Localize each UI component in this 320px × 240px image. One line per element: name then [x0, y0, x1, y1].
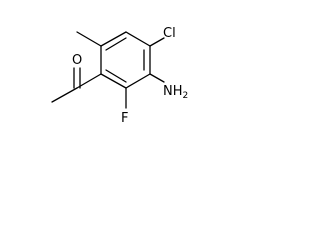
- amine-label: NH2: [163, 84, 188, 101]
- ring-double-bond-inner-1: [105, 37, 127, 51]
- fluorine-label: F: [121, 111, 128, 126]
- ring-bond-1: [100, 31, 127, 47]
- oxygen-label: O: [72, 53, 82, 68]
- amine-subscript: 2: [183, 91, 189, 101]
- acetyl-bond: [76, 73, 102, 89]
- structure-canvas: O Cl NH2 F: [0, 0, 211, 154]
- molecule-structure: O Cl NH2 F: [51, 26, 188, 126]
- methyl-bond: [76, 31, 102, 47]
- amino-bond: [149, 73, 165, 83]
- ring-bond-5: [100, 73, 127, 89]
- ring-double-bond-inner-3: [105, 69, 127, 83]
- ring-bond-2: [125, 31, 151, 47]
- ring-bond-4: [125, 73, 151, 89]
- amine-nh-text: NH: [163, 84, 183, 99]
- carbonyl-methyl-bond: [51, 87, 78, 103]
- chloro-bond: [149, 37, 165, 47]
- chlorine-label: Cl: [163, 26, 176, 41]
